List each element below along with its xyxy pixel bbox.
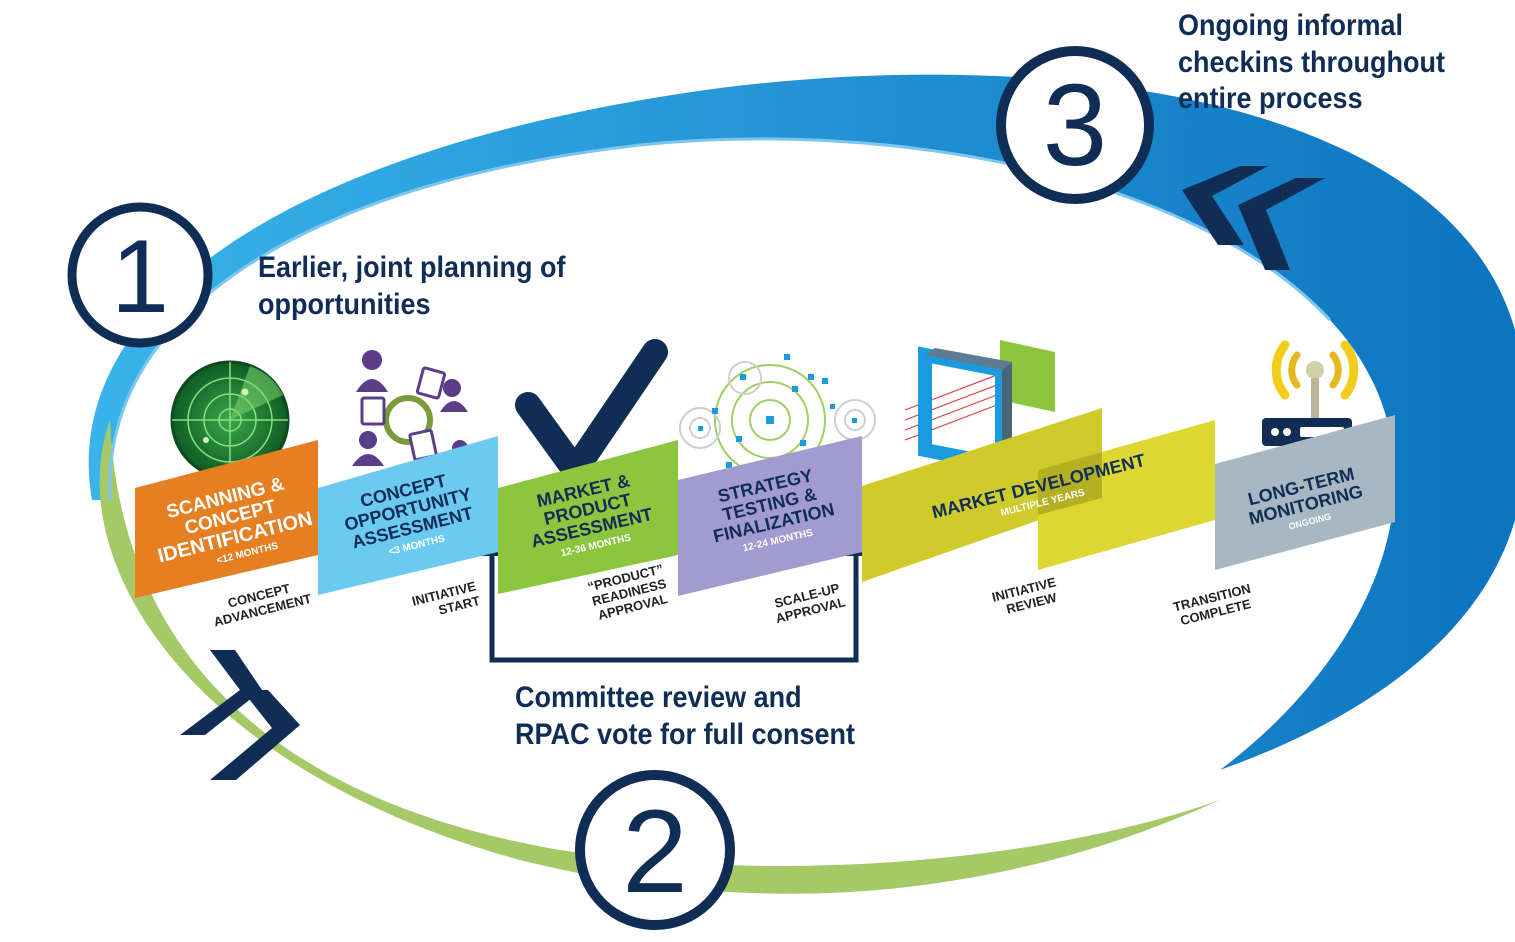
step-circle-3: 3 bbox=[996, 46, 1154, 204]
chevron-right-icon bbox=[210, 690, 300, 780]
callout-1-line: Earlier, joint planning of bbox=[258, 251, 566, 284]
callout-2-line: Committee review and bbox=[515, 681, 802, 714]
stage-banner-4 bbox=[678, 436, 862, 596]
team-collaboration-icon bbox=[352, 350, 468, 466]
gate-label-1: CONCEPT ADVANCEMENT bbox=[212, 581, 313, 630]
stage-banner-5a bbox=[862, 408, 1102, 582]
stage-banner-3 bbox=[498, 440, 678, 594]
callout-3-text: Ongoing informal checkins throughout ent… bbox=[1178, 8, 1445, 118]
step-number-1: 1 bbox=[111, 219, 169, 335]
gate-label-6: TRANSITION COMPLETE bbox=[1172, 581, 1253, 628]
step-number-3: 3 bbox=[1043, 60, 1108, 190]
stage-banner-5-fold bbox=[1038, 452, 1102, 515]
chevron-left-icon bbox=[1238, 178, 1325, 270]
stage-banners bbox=[135, 408, 1395, 598]
stage-banner-1 bbox=[135, 440, 318, 598]
network-targets-icon bbox=[679, 354, 876, 476]
chevron-arrows-top-right bbox=[1182, 166, 1325, 270]
step-number-2: 2 bbox=[622, 786, 688, 918]
gate-label-2: INITIATIVE START bbox=[410, 578, 481, 617]
gate-label-4: SCALE-UP APPROVAL bbox=[773, 580, 847, 626]
callout-3-line: entire process bbox=[1178, 82, 1363, 116]
callout-3-line: Ongoing informal bbox=[1178, 9, 1403, 42]
callout-2-line: RPAC vote for full consent bbox=[515, 717, 856, 751]
stage-banner-6 bbox=[1215, 415, 1395, 570]
step-circle-2: 2 bbox=[575, 770, 735, 930]
callout-3-line: checkins throughout bbox=[1178, 45, 1446, 79]
callout-2-text: Committee review and RPAC vote for full … bbox=[515, 680, 855, 753]
chevron-right-icon bbox=[180, 650, 262, 735]
chevron-arrows-bottom-left bbox=[180, 650, 300, 780]
stage-banner-5b bbox=[1038, 420, 1215, 570]
stage-label-6: LONG-TERM MONITORING ONGOING bbox=[1246, 464, 1365, 532]
step-circle-1: 1 bbox=[67, 202, 213, 348]
gate-label-5: INITIATIVE REVIEW bbox=[990, 574, 1058, 616]
stage-banner-2 bbox=[318, 436, 498, 595]
chevron-left-icon bbox=[1182, 166, 1268, 245]
callout-1-text: Earlier, joint planning of opportunities bbox=[258, 250, 566, 323]
callout-1-line: opportunities bbox=[258, 287, 431, 321]
